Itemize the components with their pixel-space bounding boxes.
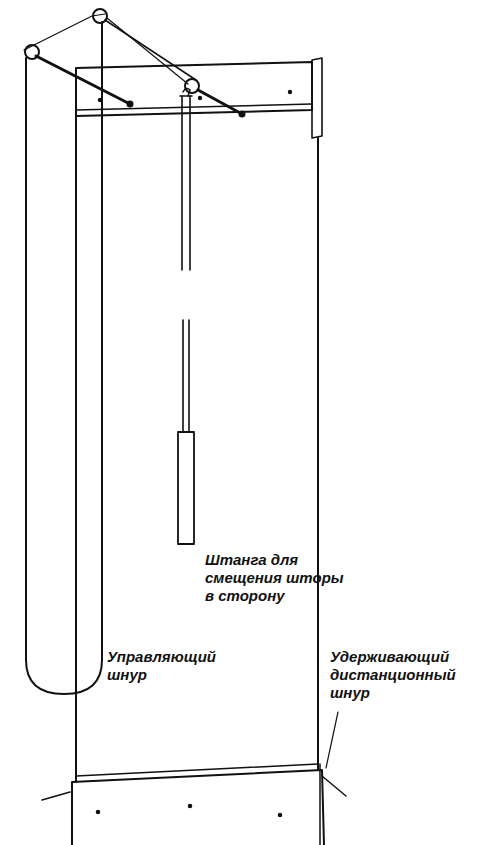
control-cord-label: Управляющий шнур xyxy=(107,648,217,684)
retaining-cord xyxy=(317,138,319,770)
wand-label: Штанга для смещения шторы в сторону xyxy=(205,551,345,605)
blind-edge xyxy=(75,116,77,782)
leader-line xyxy=(326,712,338,768)
wand-handle xyxy=(178,432,194,544)
retaining-cord-label: Удерживающий дистанционный шнур xyxy=(330,648,470,702)
head-rail xyxy=(76,62,312,116)
wand xyxy=(182,96,190,270)
bottom-rail xyxy=(72,770,324,845)
control-cord xyxy=(26,22,102,694)
